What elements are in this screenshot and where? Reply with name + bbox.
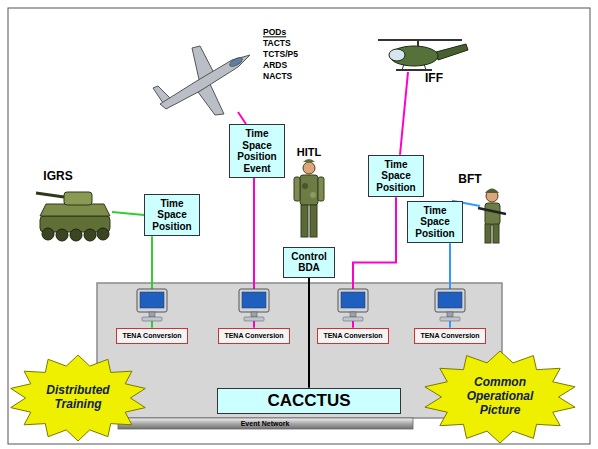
tank-illustration bbox=[36, 192, 110, 241]
data-box: Time Space Position Event bbox=[229, 124, 284, 178]
platform-label: IFF bbox=[425, 72, 443, 85]
starburst-shape bbox=[425, 351, 575, 443]
platform-label: Event Network bbox=[241, 420, 290, 428]
platform-label: ARDS bbox=[263, 61, 287, 70]
feed-line bbox=[238, 112, 246, 124]
conversion-box: TENA Conversion bbox=[317, 328, 388, 344]
feed-line bbox=[112, 212, 144, 215]
conversion-box: TENA Conversion bbox=[414, 328, 485, 344]
platform-label: NACTS bbox=[263, 72, 292, 81]
computer-icon bbox=[338, 289, 368, 321]
helicopter-illustration bbox=[378, 40, 468, 70]
control-box: Control BDA bbox=[283, 247, 335, 278]
data-box: Time Space Position bbox=[368, 155, 423, 198]
jet-illustration bbox=[153, 46, 250, 115]
computer-icon bbox=[239, 289, 269, 321]
node-text: Time Space Position bbox=[376, 159, 415, 194]
soldier-illustration bbox=[478, 189, 506, 244]
platform-label: TACTS bbox=[263, 39, 291, 48]
node-text: Common Operational Picture bbox=[457, 376, 543, 417]
platform-label: HITL bbox=[297, 146, 321, 158]
platform-label: IGRS bbox=[43, 170, 72, 183]
computer-icon bbox=[435, 289, 465, 321]
node-text: TENA Conversion bbox=[420, 332, 479, 340]
starburst: Common Operational Picture bbox=[422, 350, 578, 444]
platform-label: PODs bbox=[263, 28, 286, 37]
node-text: Time Space Position bbox=[415, 205, 454, 240]
computer-icon bbox=[137, 289, 167, 321]
hitl-person bbox=[294, 159, 324, 237]
node-text: TENA Conversion bbox=[122, 332, 181, 340]
conversion-box: TENA Conversion bbox=[116, 328, 187, 344]
node-text: Time Space Position bbox=[152, 198, 191, 233]
node-text: TENA Conversion bbox=[224, 332, 283, 340]
hub-box: CACCTUS bbox=[217, 388, 401, 414]
outer-frame bbox=[8, 8, 590, 444]
node-text: CACCTUS bbox=[226, 391, 392, 411]
node-text: TENA Conversion bbox=[323, 332, 382, 340]
feed-line bbox=[400, 72, 408, 155]
node-text: Time Space Position Event bbox=[237, 128, 276, 174]
platform-label: BFT bbox=[458, 173, 481, 186]
event-network-bar bbox=[118, 418, 413, 429]
starburst-shape bbox=[11, 355, 146, 441]
node-text: Distributed Training bbox=[35, 384, 121, 412]
conversion-box: TENA Conversion bbox=[218, 328, 289, 344]
data-box: Time Space Position bbox=[144, 194, 199, 237]
platform-label: TCTS/P5 bbox=[263, 50, 298, 59]
node-text: Control BDA bbox=[291, 251, 327, 274]
starburst: Distributed Training bbox=[8, 354, 148, 442]
signal-link bbox=[308, 278, 310, 388]
data-box: Time Space Position bbox=[407, 201, 462, 244]
